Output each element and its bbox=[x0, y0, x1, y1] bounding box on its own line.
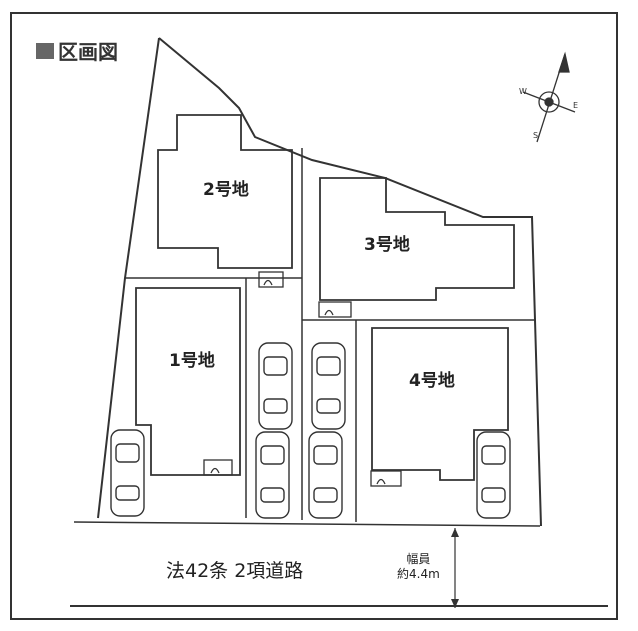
lot-label-3: 3号地 bbox=[364, 235, 410, 255]
house-footprint-4 bbox=[371, 327, 509, 481]
house-footprint-2 bbox=[157, 114, 293, 269]
road-width-value: 約4.4m bbox=[397, 567, 440, 581]
svg-text:E: E bbox=[573, 101, 578, 110]
svg-text:S: S bbox=[533, 131, 538, 140]
road-width-caption: 幅員 bbox=[406, 552, 431, 566]
title-swatch-icon bbox=[36, 42, 54, 59]
entrance-icon bbox=[203, 271, 402, 487]
site-boundary bbox=[158, 37, 542, 527]
lot-label-4: 4号地 bbox=[409, 371, 455, 391]
dimension-arrow-icon bbox=[451, 599, 459, 608]
dimension-arrow-icon bbox=[451, 528, 459, 537]
road-width-label: 幅員 約4.4m bbox=[397, 552, 440, 582]
map-frame bbox=[10, 12, 618, 620]
road-label: 法42条 2項道路 bbox=[166, 560, 304, 582]
road-edge-top bbox=[73, 521, 541, 527]
svg-text:W: W bbox=[519, 87, 527, 96]
north-arrow-compass-icon: W E S bbox=[519, 51, 578, 143]
lot-label-2: 2号地 bbox=[203, 180, 249, 200]
house-footprint-1 bbox=[135, 287, 241, 476]
map-title: 区画図 bbox=[36, 36, 118, 65]
house-footprint-3 bbox=[319, 177, 515, 301]
lot-label-1: 1号地 bbox=[169, 351, 215, 371]
map-title-text: 区画図 bbox=[58, 40, 118, 64]
car-icon bbox=[110, 342, 511, 519]
